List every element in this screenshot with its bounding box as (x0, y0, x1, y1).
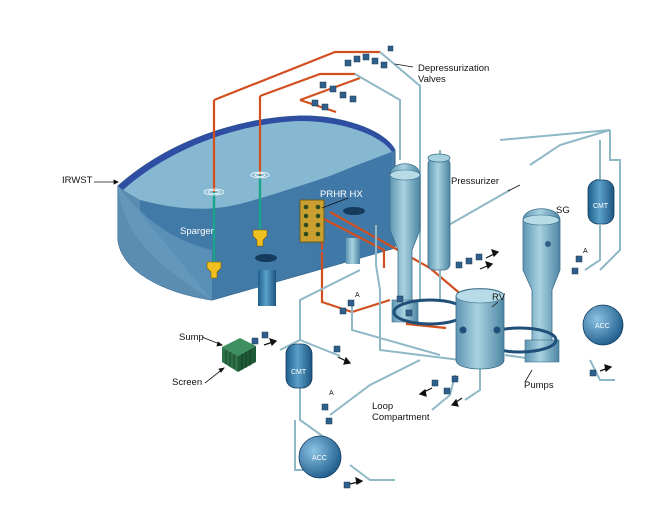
label-rv: RV (492, 292, 506, 303)
irwst-tank (117, 115, 396, 306)
irwst-water-surface (123, 121, 392, 209)
sparger-ripples (203, 171, 270, 196)
label-irwst: IRWST (62, 175, 93, 186)
label-cmt-left: CMT (291, 369, 307, 376)
label-acc-left: ACC (312, 455, 327, 462)
label-valves: Valves (418, 74, 446, 85)
label-valve-a-1: A (355, 292, 360, 299)
leader-lines (94, 63, 533, 384)
label-sg: SG (556, 205, 570, 216)
irwst-front-panel (118, 186, 212, 300)
irwst-port-1 (343, 207, 365, 215)
label-prhr-hx: PRHR HX (320, 189, 363, 200)
process-piping (279, 51, 621, 481)
irwst-drain-1 (258, 270, 276, 306)
valves (251, 45, 597, 489)
label-pumps: Pumps (524, 380, 554, 391)
irwst-port-2 (255, 254, 277, 262)
label-depressurization: Depressurization (418, 63, 490, 74)
sparger-heads (206, 229, 268, 279)
pressurizer-body (427, 157, 451, 271)
label-sparger: Sparger (180, 226, 214, 237)
reactor-vessel (392, 288, 558, 370)
irwst-drain-2 (346, 238, 360, 264)
label-screen: Screen (172, 377, 203, 388)
acc-tank-left (298, 435, 342, 479)
label-valve-a-3: A (583, 248, 588, 255)
pressurizer (427, 153, 451, 271)
flow-arrows (263, 249, 613, 485)
sump-screen (222, 338, 256, 372)
cmt-tank-right (587, 179, 615, 225)
label-compartment: Compartment (372, 412, 430, 423)
label-valve-a-2: A (329, 390, 334, 397)
label-acc-right: ACC (595, 323, 610, 330)
sparger-piping (212, 175, 262, 262)
label-sump: Sump (179, 332, 204, 343)
cmt-tank-left (285, 343, 313, 389)
label-cmt-right: CMT (593, 203, 609, 210)
prhr-heat-exchanger (299, 199, 325, 243)
label-pressurizer: Pressurizer (451, 176, 500, 187)
label-loop: Loop (372, 401, 394, 412)
acc-tank-right (582, 304, 624, 346)
irwst-rim (118, 115, 395, 190)
